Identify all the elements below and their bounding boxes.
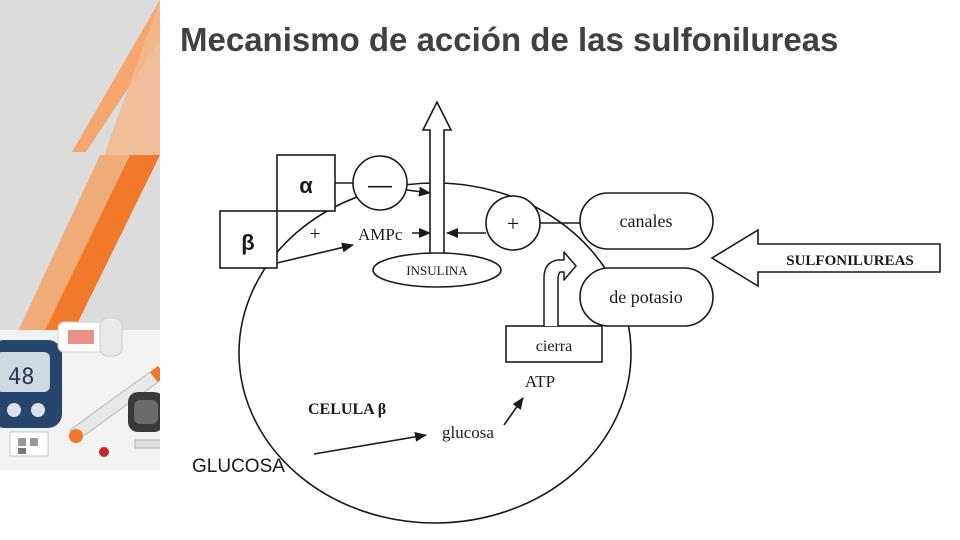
- lancet-icon: [128, 392, 160, 432]
- insulin-ellipse: [372, 252, 502, 288]
- inhibition-to-insulin-arrow: [406, 186, 431, 197]
- sulfonylurea-mechanism-diagram: α β — + AMPc INSULINA +: [192, 100, 941, 524]
- side-decoration-panel: 48: [0, 0, 160, 540]
- alpha-label: α: [299, 173, 313, 198]
- channels-box: [579, 192, 714, 250]
- glucometer-icon: 48: [0, 340, 62, 428]
- beta-box: [219, 210, 278, 269]
- test-strips-icon: [9, 431, 49, 457]
- pill-bottle-icon: [57, 317, 123, 357]
- ampc-label: AMPc: [358, 225, 403, 244]
- blood-drop-icon: [99, 447, 109, 457]
- plus-sign-left: +: [309, 223, 320, 245]
- svg-text:48: 48: [8, 365, 35, 390]
- syringe-icon: [134, 439, 160, 449]
- glucose-outer-label: GLUCOSA: [192, 456, 285, 477]
- glucose-entry-arrow: [313, 431, 427, 455]
- glucose-inner-label: glucosa: [442, 423, 494, 442]
- alpha-box: [276, 154, 336, 212]
- sulfonylureas-label: SULFONILUREAS: [786, 253, 914, 269]
- glucose-to-atp-arrow: [503, 397, 524, 426]
- atp-label: ATP: [525, 372, 555, 391]
- channels-label: canales: [620, 211, 673, 231]
- insulin-pen-icon: [69, 366, 160, 443]
- minus-sign: —: [368, 172, 392, 199]
- plus-sign-right: +: [507, 211, 519, 236]
- closes-box: [505, 325, 603, 363]
- closes-to-channels-arrow: [543, 251, 577, 326]
- closes-label: cierra: [536, 338, 572, 355]
- insulin-label: INSULINA: [406, 263, 468, 278]
- beta-label: β: [241, 230, 254, 255]
- potassium-label: de potasio: [609, 287, 683, 307]
- beta-cell-label: CELULA β: [308, 401, 386, 418]
- sulfonylureas-arrow: [710, 228, 941, 288]
- page-title: Mecanismo de acción de las sulfonilureas: [180, 21, 839, 58]
- potassium-box: [579, 267, 714, 327]
- beta-to-ampc-arrow: [276, 242, 354, 264]
- insulin-release-arrow: [421, 100, 453, 261]
- side-decoration-image: 48: [0, 0, 160, 540]
